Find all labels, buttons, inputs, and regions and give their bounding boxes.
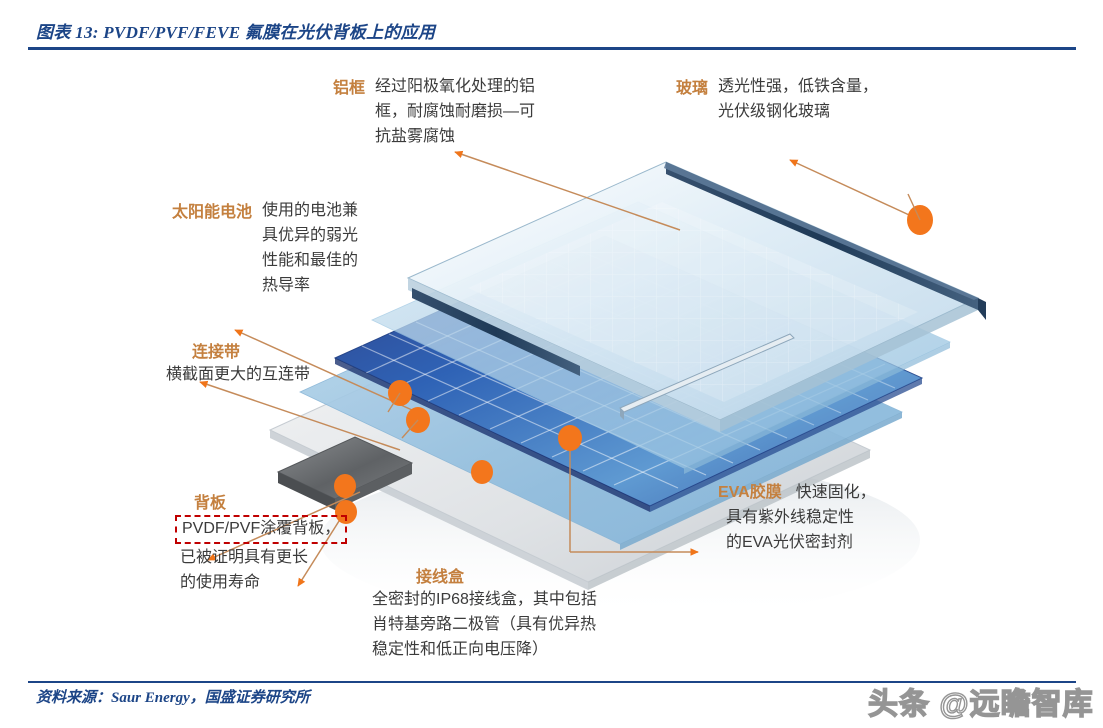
annotation-glass-text: 透光性强，低铁含量， 光伏级钢化玻璃 xyxy=(718,78,879,120)
annotation-junction-box-text: 全密封的IP68接线盒，其中包括 肖特基旁路二极管（具有优异热 稳定性和低正向电… xyxy=(372,591,597,658)
annotation-eva-inline-text: 快速固化， xyxy=(795,484,876,501)
annotation-cell-label: 太阳能电池 xyxy=(172,204,253,221)
annotation-ribbon: 连接带 横截面更大的互连带 xyxy=(166,338,426,387)
marker-backsheet xyxy=(334,474,356,498)
marker-junction-box xyxy=(335,500,357,524)
annotation-junction-box: 接线盒 全密封的IP68接线盒，其中包括 肖特基旁路二极管（具有优异热 稳定性和… xyxy=(372,563,702,662)
annotation-glass: 玻璃 透光性强，低铁含量， 光伏级钢化玻璃 xyxy=(676,74,956,124)
annotation-glass-label: 玻璃 xyxy=(676,80,709,97)
junction-box xyxy=(276,436,414,510)
annotation-frame-text: 经过阳极氧化处理的铝 框，耐腐蚀耐磨损—可 抗盐雾腐蚀 xyxy=(375,78,536,145)
solar-module-illustration xyxy=(150,120,1100,680)
annotation-eva-label: EVA胶膜 xyxy=(718,484,782,501)
aluminium-frame xyxy=(412,162,986,420)
page-title: 图表 13: PVDF/PVF/FEVE 氟膜在光伏背板上的应用 xyxy=(36,23,436,42)
annotation-junction-box-label: 接线盒 xyxy=(416,569,465,586)
annotation-ribbon-label: 连接带 xyxy=(192,344,241,361)
annotation-frame: 铝框 经过阳极氧化处理的铝 框，耐腐蚀耐磨损—可 抗盐雾腐蚀 xyxy=(333,74,588,149)
annotation-frame-label: 铝框 xyxy=(333,80,366,97)
annotation-backsheet: 背板 PVDF/PVF涂覆背板， 已被证明具有更长 的使用寿命 xyxy=(175,489,410,595)
annotation-backsheet-label: 背板 xyxy=(194,495,227,512)
header-rule xyxy=(28,47,1076,50)
annotation-eva-text: 具有紫外线稳定性 的EVA光伏密封剂 xyxy=(726,509,855,551)
marker-stems xyxy=(387,193,921,439)
footer-rule xyxy=(28,681,1076,683)
annotation-cell: 太阳能电池 使用的电池兼 具优异的弱光 性能和最佳的 热导率 xyxy=(172,198,442,298)
annotation-backsheet-highlight: PVDF/PVF涂覆背板， xyxy=(175,515,348,544)
annotation-cell-text: 使用的电池兼 具优异的弱光 性能和最佳的 热导率 xyxy=(262,202,359,294)
marker-eva-rear xyxy=(471,460,493,484)
annotation-eva: EVA胶膜 快速固化， 具有紫外线稳定性 的EVA光伏密封剂 xyxy=(718,478,1008,555)
layer-front-glass xyxy=(406,161,980,432)
annotation-backsheet-text: 已被证明具有更长 的使用寿命 xyxy=(180,549,309,591)
annotation-ribbon-text: 横截面更大的互连带 xyxy=(166,366,311,383)
source-note: 资料来源：Saur Energy，国盛证券研究所 xyxy=(36,690,310,706)
watermark-logo: 头条 @远瞻智库 xyxy=(867,687,1094,721)
callout-arrows xyxy=(199,150,921,587)
marker-eva-front xyxy=(558,425,582,451)
